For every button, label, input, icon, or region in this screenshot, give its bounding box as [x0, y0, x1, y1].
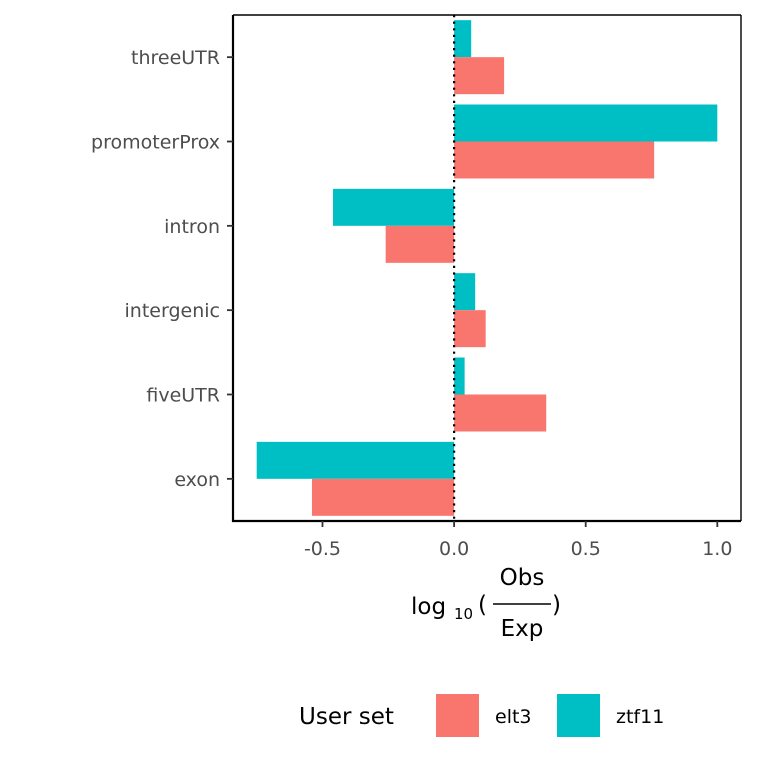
legend: User set elt3 ztf11 — [299, 694, 664, 737]
y-tick-label-threeUTR: threeUTR — [131, 47, 220, 69]
bar-ztf11-intergenic — [454, 273, 476, 311]
x-tick-label-1: 0.0 — [439, 538, 469, 560]
bar-elt3-intergenic — [454, 310, 486, 348]
bar-ztf11-promoterProx — [454, 104, 718, 142]
bar-ztf11-fiveUTR — [454, 357, 465, 395]
x-tick-label-0: -0.5 — [304, 538, 341, 560]
legend-key-elt3 — [436, 694, 479, 737]
y-tick-labels: threeUTR promoterProx intron intergenic five… — [91, 47, 233, 491]
x-axis-title-denominator: Exp — [501, 616, 544, 642]
bar-ztf11-intron — [333, 188, 455, 226]
bar-elt3-exon — [311, 478, 455, 516]
y-tick-label-exon: exon — [174, 469, 220, 491]
legend-title: User set — [299, 704, 394, 730]
x-axis-title-prefix: log — [411, 594, 446, 620]
x-axis-title: log 10 ( Obs Exp ) — [411, 565, 561, 642]
x-axis-title-open-paren: ( — [478, 592, 487, 618]
x-tick-label-2: 0.5 — [571, 538, 601, 560]
y-tick-label-fiveUTR: fiveUTR — [146, 385, 220, 407]
bar-ztf11-exon — [256, 441, 455, 479]
bar-elt3-promoterProx — [454, 141, 655, 179]
y-tick-label-intron: intron — [164, 216, 220, 238]
y-tick-label-intergenic: intergenic — [125, 300, 220, 322]
bars-group — [256, 20, 718, 516]
x-axis-title-numerator: Obs — [500, 565, 545, 591]
x-axis-title-subscript: 10 — [454, 605, 473, 623]
legend-key-ztf11 — [557, 694, 600, 737]
axes-group — [231, 14, 742, 523]
bar-elt3-fiveUTR — [454, 394, 547, 432]
legend-label-elt3: elt3 — [495, 706, 532, 728]
x-axis-title-close-paren: ) — [552, 592, 561, 618]
bar-elt3-threeUTR — [454, 57, 505, 95]
bar-ztf11-threeUTR — [454, 20, 472, 58]
y-tick-label-promoterProx: promoterProx — [91, 132, 220, 154]
x-tick-label-3: 1.0 — [702, 538, 732, 560]
x-tick-labels: -0.5 0.0 0.5 1.0 — [304, 521, 732, 560]
legend-label-ztf11: ztf11 — [616, 706, 664, 728]
bar-elt3-intron — [385, 225, 455, 263]
